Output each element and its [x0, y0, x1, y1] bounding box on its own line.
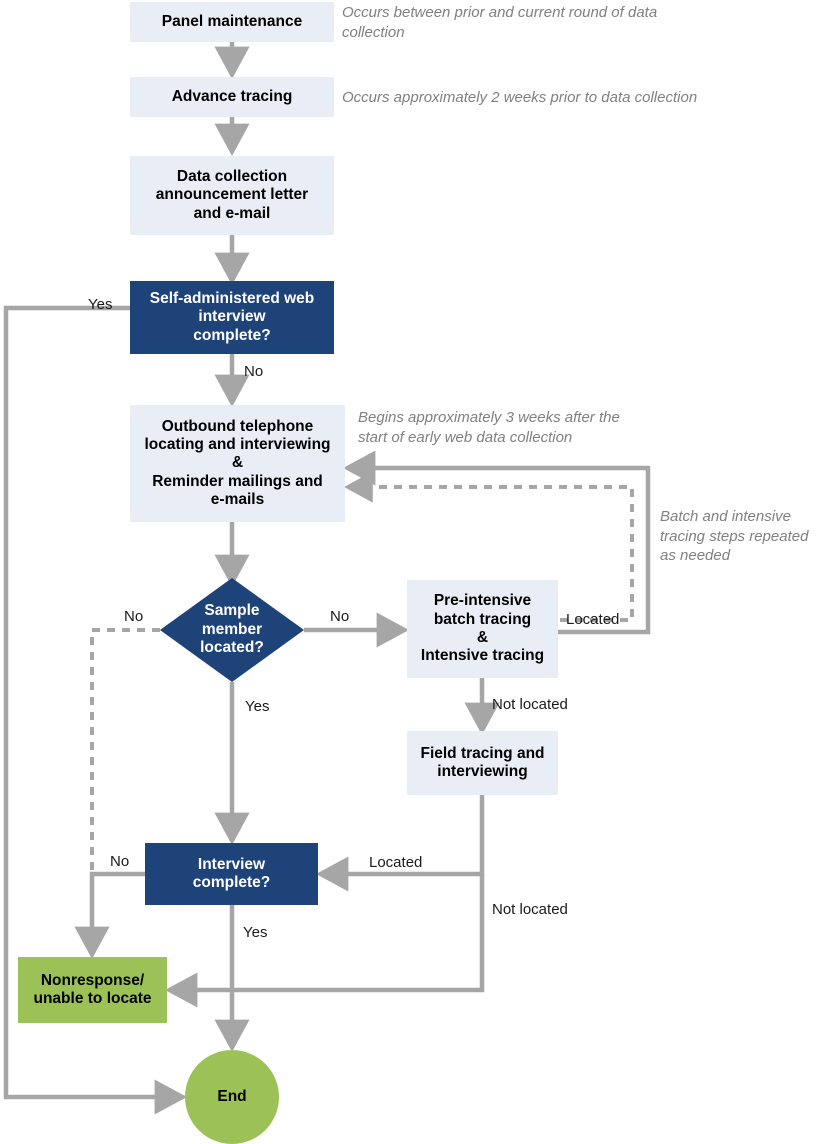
edge-sample-no-dashed-to-nonresponse	[76, 628, 160, 957]
note-line1: Occurs between prior and current round o…	[342, 4, 658, 21]
note-line2: collection	[342, 23, 405, 41]
edge-field-notlocated-to-nonresponse	[164, 874, 485, 1008]
node-label-line2: locating and interviewing	[144, 436, 331, 454]
node-nonresponse[interactable]: Nonresponse/ unable to locate	[18, 957, 167, 1023]
edge-label-text: Yes	[88, 296, 113, 313]
node-web-interview-complete[interactable]: Self-administered web interview complete…	[130, 281, 334, 354]
node-batch-intensive-tracing[interactable]: Pre-intensive batch tracing & Intensive …	[407, 580, 558, 678]
note-advance-tracing: Occurs approximately 2 weeks prior to da…	[342, 88, 762, 108]
edge-label-sample-yes: Yes	[245, 698, 269, 715]
edge-label-text: Located	[369, 854, 423, 871]
node-label: End	[217, 1087, 247, 1105]
diamond-shape	[160, 578, 304, 682]
node-label-line1: Nonresponse/	[40, 971, 145, 989]
node-label-line1: Sample	[204, 602, 260, 620]
edge-label-text: Yes	[243, 924, 268, 941]
node-announcement-letter[interactable]: Data collection announcement letter and …	[130, 156, 334, 235]
edge-label-sample-no-left: No	[124, 608, 143, 625]
node-label-line2: interview	[198, 308, 266, 326]
node-outbound-telephone[interactable]: Outbound telephone locating and intervie…	[130, 405, 345, 522]
edge-batch-located-dashed-to-outbound	[343, 471, 634, 622]
node-label-line1: Interview	[197, 855, 266, 873]
node-label-line1: Data collection	[176, 168, 288, 186]
edge-label-text: No	[330, 608, 350, 625]
edge-label-batch-not-located: Not located	[492, 696, 568, 713]
node-sample-member-located[interactable]: Sample member located?	[160, 578, 304, 682]
note-panel-maintenance: Occurs between prior and current round o…	[342, 3, 710, 42]
edge-label-field-located: Located	[369, 854, 422, 871]
edge-label-interview-yes: Yes	[243, 924, 267, 941]
edge-label-text: Located	[566, 611, 620, 628]
node-label-line3: located?	[200, 639, 264, 657]
edge-label-text: Not located	[492, 696, 568, 713]
node-label: Advance tracing	[171, 87, 293, 105]
node-field-tracing[interactable]: Field tracing and interviewing	[407, 731, 558, 795]
node-label-line1: Outbound telephone	[161, 417, 314, 435]
node-label-line3: &	[476, 629, 489, 646]
node-label-line2: batch tracing	[433, 610, 532, 628]
edge-label-sample-no-right: No	[330, 608, 349, 625]
edge-label-text: No	[124, 608, 144, 625]
edge-label-batch-located: Located	[566, 611, 619, 628]
node-end[interactable]: End	[185, 1050, 279, 1144]
note-line1: Begins approximately 3 weeks after the	[358, 409, 620, 426]
node-label-line1: Pre-intensive	[433, 592, 532, 610]
edge-label-interview-no: No	[110, 853, 129, 870]
node-label-line3: complete?	[193, 326, 271, 344]
node-label: Panel maintenance	[161, 12, 303, 30]
edge-label-text: No	[244, 363, 264, 380]
note-line2: tracing steps repeated	[660, 527, 809, 545]
node-label-line2: announcement letter	[155, 186, 309, 204]
edge-label-text: No	[110, 853, 130, 870]
node-label-line2: interviewing	[437, 763, 528, 780]
node-label: Sample member located?	[160, 578, 304, 682]
node-label-line4: Intensive tracing	[420, 647, 545, 665]
note-line1: Occurs approximately 2 weeks prior to da…	[342, 89, 698, 106]
edge-batch-located-to-outbound	[342, 450, 651, 635]
node-label-line4: Reminder mailings and	[152, 472, 323, 490]
edge-label-web-yes: Yes	[88, 296, 112, 313]
node-label-line2: member	[201, 620, 263, 638]
node-label-line5: e-mails	[210, 490, 265, 508]
note-line3: as needed	[660, 547, 731, 564]
note-line1: Batch and intensive	[660, 508, 791, 525]
edge-label-text: Not located	[492, 901, 568, 918]
node-advance-tracing[interactable]: Advance tracing	[130, 77, 334, 117]
node-panel-maintenance[interactable]: Panel maintenance	[130, 2, 334, 42]
node-label-line3: &	[231, 454, 244, 472]
edge-label-web-no: No	[244, 363, 263, 380]
note-batch-tracing: Batch and intensive tracing steps repeat…	[660, 507, 828, 566]
edge-web-yes-to-end	[3, 305, 188, 1115]
edge-label-text: Yes	[245, 698, 270, 715]
note-line2: start of early web data collection	[358, 428, 573, 446]
edge-interview-no-to-nonresponse	[74, 871, 145, 960]
node-label-line2: complete?	[192, 874, 271, 891]
node-label-line3: and e-mail	[193, 204, 271, 222]
node-label-line2: unable to locate	[33, 990, 152, 1007]
note-outbound: Begins approximately 3 weeks after the s…	[358, 408, 688, 447]
node-label-line1: Field tracing and	[420, 744, 545, 762]
node-interview-complete[interactable]: Interview complete?	[145, 843, 318, 905]
node-label-line1: Self-administered web	[149, 290, 315, 308]
edge-label-field-not-located: Not located	[492, 901, 568, 918]
